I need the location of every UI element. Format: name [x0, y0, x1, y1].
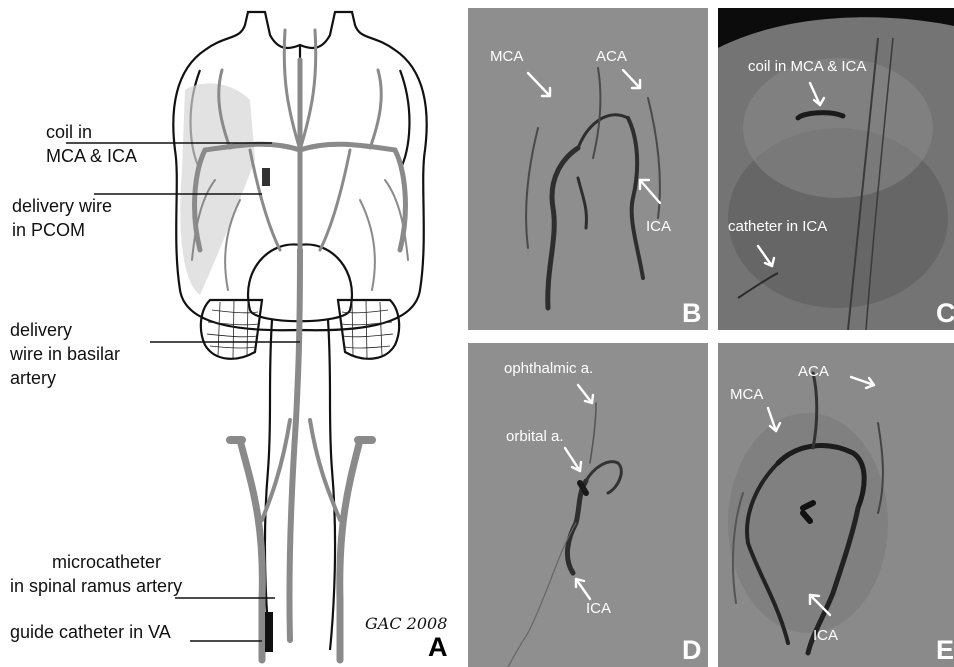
- label-d-orbital: orbital a.: [506, 428, 564, 445]
- label-b-mca: MCA: [490, 48, 523, 65]
- label-e-aca: ACA: [798, 363, 829, 380]
- label-d-ica: ICA: [586, 600, 611, 617]
- label-b-ica: ICA: [646, 218, 671, 235]
- label-e-mca: MCA: [730, 386, 763, 403]
- label-microcatheter-line2: in spinal ramus artery: [10, 574, 182, 598]
- label-guide-catheter: guide catheter in VA: [10, 620, 171, 644]
- panel-c-letter: C: [936, 298, 954, 329]
- label-delivery-basilar-line1: delivery: [10, 318, 120, 342]
- label-d-ophthalmic: ophthalmic a.: [504, 360, 593, 377]
- panel-c-fluoroscopy: coil in MCA & ICA catheter in ICA C: [718, 8, 954, 330]
- panel-d-angiogram: ophthalmic a. orbital a. ICA D: [468, 343, 708, 667]
- label-c-coil: coil in MCA & ICA: [748, 58, 866, 75]
- label-coil-in-mca-ica: coil in MCA & ICA: [46, 120, 137, 168]
- fluoroscopy-c-image: [718, 8, 954, 330]
- label-delivery-basilar-line2: wire in basilar: [10, 342, 120, 366]
- label-microcatheter: microcatheter in spinal ramus artery: [10, 550, 182, 598]
- label-microcatheter-line1: microcatheter: [10, 550, 182, 574]
- label-coil-line1: coil in: [46, 120, 137, 144]
- panel-b-letter: B: [682, 298, 702, 329]
- label-coil-line2: MCA & ICA: [46, 144, 137, 168]
- panel-e-letter: E: [936, 635, 954, 666]
- label-c-catheter: catheter in ICA: [728, 218, 827, 235]
- panel-d-letter: D: [682, 635, 702, 666]
- panel-e-angiogram: ACA MCA ICA E: [718, 343, 954, 667]
- label-delivery-basilar-line3: artery: [10, 366, 120, 390]
- panel-a-letter: A: [428, 632, 448, 663]
- label-b-aca: ACA: [596, 48, 627, 65]
- angiogram-d-image: [468, 343, 708, 667]
- label-delivery-pcom-line2: in PCOM: [12, 218, 112, 242]
- panel-a-schematic: coil in MCA & ICA delivery wire in PCOM …: [0, 0, 462, 667]
- label-delivery-pcom-line1: delivery wire: [12, 194, 112, 218]
- label-delivery-wire-basilar: delivery wire in basilar artery: [10, 318, 120, 390]
- label-delivery-wire-pcom: delivery wire in PCOM: [12, 194, 112, 242]
- panel-b-angiogram: MCA ACA ICA B: [468, 8, 708, 330]
- label-e-ica: ICA: [813, 627, 838, 644]
